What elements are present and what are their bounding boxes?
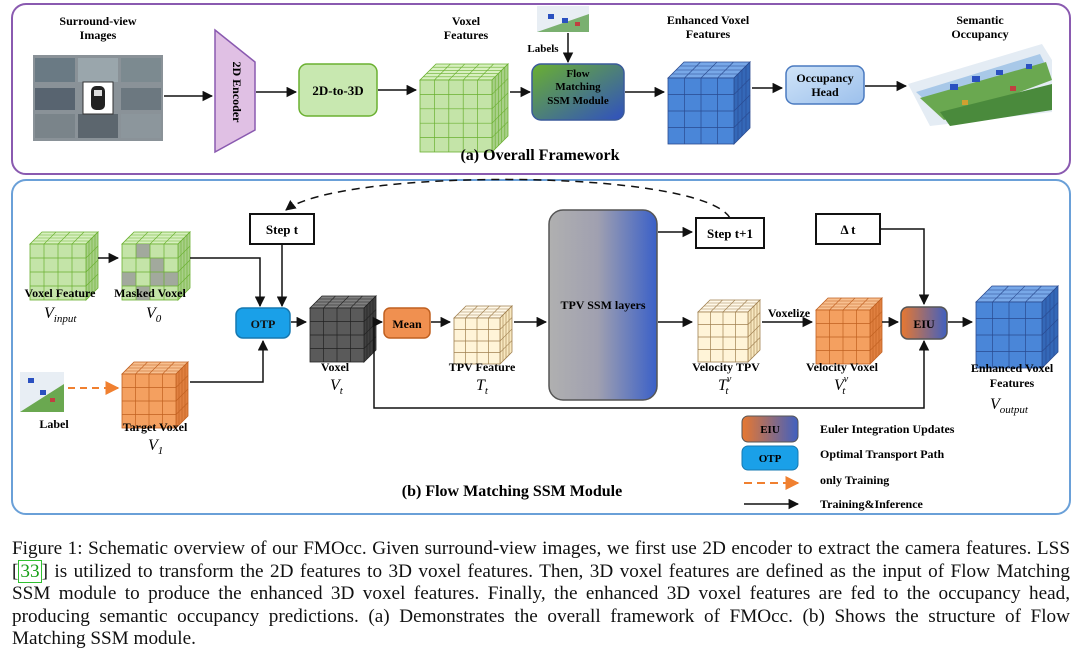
step-loop-arc xyxy=(285,178,731,219)
labels-label: Labels xyxy=(527,43,559,55)
mean-block xyxy=(383,307,431,339)
legend-otp-desc: Optimal Transport Path xyxy=(820,447,945,461)
otp-label: OTP xyxy=(251,317,276,331)
eiu-label: EIU xyxy=(913,317,935,331)
v-input-symbol: Vinput xyxy=(44,305,77,325)
enhanced-voxel-label-a: Enhanced Voxel xyxy=(667,13,750,27)
target-voxel-label: Target Voxel xyxy=(123,420,188,434)
v0-symbol: V0 xyxy=(146,305,162,325)
enhanced-voxel-cube-b xyxy=(975,285,1059,369)
delta-t-label: Δ t xyxy=(840,222,856,237)
tt-symbol: Tt xyxy=(476,377,489,397)
voxel-features-label-2: Features xyxy=(444,28,489,42)
panel-b-title: (b) Flow Matching SSM Module xyxy=(402,483,622,500)
voxel-vt-cube xyxy=(309,295,377,363)
eiu-block xyxy=(900,306,948,340)
masked-voxel-label: Masked Voxel xyxy=(114,286,186,300)
panel-b-frame xyxy=(11,179,1071,515)
legend-eiu-abbr: EIU xyxy=(760,424,780,436)
enhanced-voxel-label-b-2: Features xyxy=(990,376,1035,390)
fm-module-label-2: Matching xyxy=(555,81,601,93)
voxel-features-label: Voxel xyxy=(452,14,481,28)
surround-view-label: Surround-view xyxy=(59,14,136,28)
flow-matching-module-block xyxy=(531,63,625,121)
occupancy-head-label-1: Occupancy xyxy=(796,71,853,85)
citation-link[interactable]: 33 xyxy=(18,559,42,583)
masked-voxel-cube xyxy=(121,231,191,301)
caption-part-2: ] is utilized to transform the 2D featur… xyxy=(12,560,1070,650)
2d-to-3d-block xyxy=(298,63,378,117)
legend-eiu-desc: Euler Integration Updates xyxy=(820,422,955,436)
occupancy-head-label-2: Head xyxy=(811,85,839,99)
v1-symbol: V1 xyxy=(148,437,163,457)
surround-view-label-2: Images xyxy=(80,28,117,42)
mean-label: Mean xyxy=(392,317,422,331)
panel-a-frame xyxy=(11,3,1071,175)
fm-module-label-3: SSM Module xyxy=(547,95,609,107)
fm-module-label-1: Flow xyxy=(566,68,589,80)
step-t1-label: Step t+1 xyxy=(707,226,753,241)
semantic-occupancy-label-2: Occupancy xyxy=(951,27,1008,41)
target-voxel-cube xyxy=(121,361,189,429)
voxel-feature-cube-b xyxy=(29,231,99,301)
step-t1-box xyxy=(695,217,765,249)
legend-only-training: only Training xyxy=(820,473,889,487)
labels-thumbnail xyxy=(537,6,589,32)
label-thumbnail xyxy=(20,372,64,412)
step-t-box xyxy=(249,213,315,245)
enhanced-voxel-cube-a xyxy=(667,61,751,145)
voxel-vt-label: Voxel xyxy=(321,360,350,374)
label-label: Label xyxy=(39,417,69,431)
surround-view-images xyxy=(33,55,163,141)
2d-to-3d-label: 2D-to-3D xyxy=(312,83,363,98)
enhanced-voxel-label-b: Enhanced Voxel xyxy=(971,361,1054,375)
legend: EIU Euler Integration Updates OTP Optima… xyxy=(741,415,955,511)
figure-diagram: Surround-view Images 2D Encoder 2D-to-3D… xyxy=(11,3,1071,515)
legend-train-infer: Training&Inference xyxy=(820,497,924,511)
otp-block xyxy=(235,307,291,339)
velocity-tpv-cube xyxy=(697,299,761,363)
tpv-feature-label: TPV Feature xyxy=(449,360,516,374)
step-t-label: Step t xyxy=(266,222,299,237)
voxelize-label: Voxelize xyxy=(768,306,811,320)
vt-symbol: Vt xyxy=(330,377,344,397)
semantic-occupancy-label: Semantic xyxy=(956,13,1004,27)
delta-t-box xyxy=(815,213,881,245)
velocity-tpv-label: Velocity TPV xyxy=(692,360,760,374)
v-output-symbol: Voutput xyxy=(990,396,1029,416)
enhanced-voxel-label-a-2: Features xyxy=(686,27,731,41)
legend-otp-abbr: OTP xyxy=(759,453,782,465)
2d-encoder-block xyxy=(214,28,256,154)
velocity-voxel-label: Velocity Voxel xyxy=(806,360,879,374)
legend-otp-swatch xyxy=(741,445,799,471)
tpv-feature-cube xyxy=(453,305,513,365)
occupancy-head-block xyxy=(785,65,865,105)
voxel-features-cube xyxy=(419,63,509,153)
caption-part-1: Figure 1: Schematic overview of our FMOc… xyxy=(12,538,1070,582)
tpv-ssm-label: TPV SSM layers xyxy=(560,298,645,312)
velocity-voxel-cube xyxy=(815,297,883,365)
tpv-ssm-block xyxy=(548,209,658,401)
panel-a-title: (a) Overall Framework xyxy=(460,147,619,164)
semantic-occupancy-thumbnail xyxy=(908,44,1052,126)
voxel-feature-label-b: Voxel Feature xyxy=(25,286,97,300)
figure-caption: Figure 1: Schematic overview of our FMOc… xyxy=(12,538,1070,651)
2d-encoder-label: 2D Encoder xyxy=(230,62,244,124)
legend-eiu-swatch xyxy=(741,415,799,443)
